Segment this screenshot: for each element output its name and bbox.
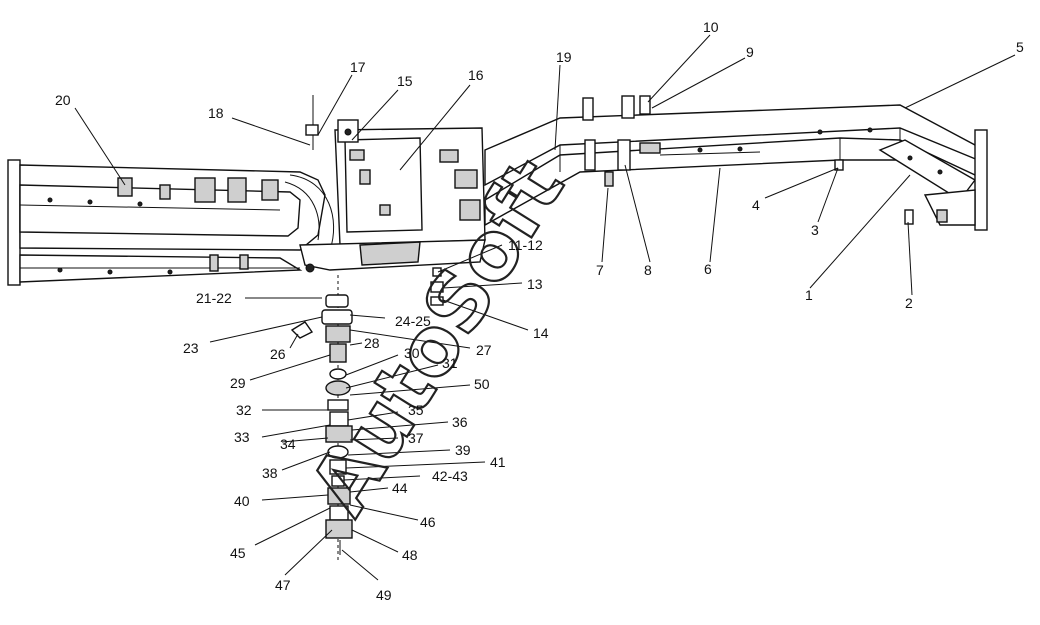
callout-46: 46 (420, 514, 436, 530)
callout-28: 28 (364, 335, 380, 351)
callout-48: 48 (402, 547, 418, 563)
callout-35: 35 (408, 402, 424, 418)
exploded-stack (290, 267, 444, 560)
callout-1: 1 (805, 287, 813, 303)
callout-17: 17 (350, 59, 366, 75)
callout-32: 32 (236, 402, 252, 418)
callout-41: 41 (490, 454, 506, 470)
callout-4: 4 (752, 197, 760, 213)
callout-29: 29 (230, 375, 246, 391)
callout-37: 37 (408, 430, 424, 446)
callout-34: 34 (280, 436, 296, 452)
callout-38: 38 (262, 465, 278, 481)
callout-14: 14 (533, 325, 549, 341)
centre-support-bracket (299, 95, 486, 273)
callout-24-25: 24-25 (395, 313, 431, 329)
callout-8: 8 (644, 262, 652, 278)
right-frame-beam (484, 95, 988, 231)
callout-3: 3 (811, 222, 819, 238)
callout-31: 31 (442, 355, 458, 371)
callout-15: 15 (397, 73, 413, 89)
callout-10: 10 (703, 19, 719, 35)
callout-2: 2 (905, 295, 913, 311)
leader-lines (74, 34, 1016, 581)
callout-47: 47 (275, 577, 291, 593)
callout-20: 20 (55, 92, 71, 108)
callout-26: 26 (270, 346, 286, 362)
callout-49: 49 (376, 587, 392, 603)
callout-16: 16 (468, 67, 484, 83)
callout-27: 27 (476, 342, 492, 358)
callout-45: 45 (230, 545, 246, 561)
callout-30: 30 (404, 345, 420, 361)
callout-19: 19 (556, 49, 572, 65)
callout-40: 40 (234, 493, 250, 509)
left-frame-rail (7, 159, 335, 286)
callout-39: 39 (455, 442, 471, 458)
callout-23: 23 (183, 340, 199, 356)
callout-18: 18 (208, 105, 224, 121)
callout-21-22: 21-22 (196, 290, 232, 306)
callout-6: 6 (704, 261, 712, 277)
callout-44: 44 (392, 480, 408, 496)
callout-labels: 1 2 3 4 5 6 7 8 9 10 11-12 13 14 15 16 1… (55, 19, 1024, 603)
callout-42-43: 42-43 (432, 468, 468, 484)
callout-33: 33 (234, 429, 250, 445)
callout-36: 36 (452, 414, 468, 430)
callout-11-12: 11-12 (508, 237, 543, 253)
callout-9: 9 (746, 44, 754, 60)
callout-5: 5 (1016, 39, 1024, 55)
callout-13: 13 (527, 276, 543, 292)
callout-7: 7 (596, 262, 604, 278)
callout-50: 50 (474, 376, 490, 392)
